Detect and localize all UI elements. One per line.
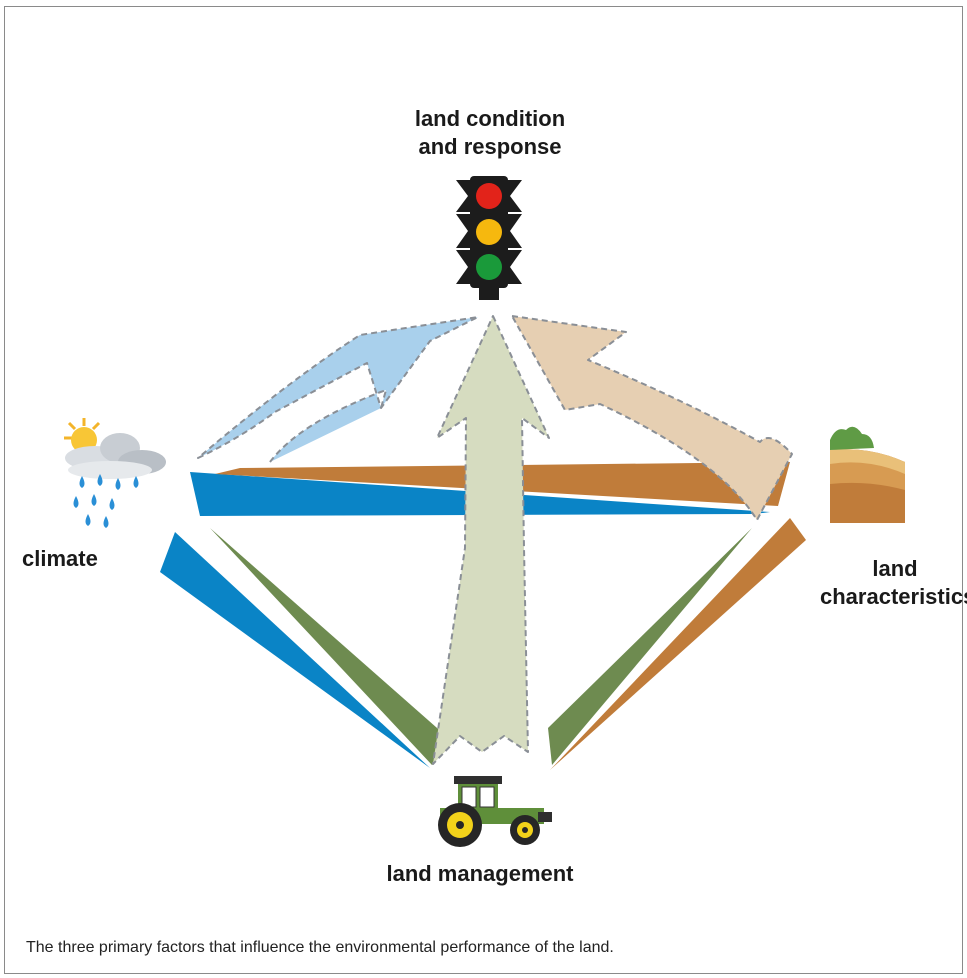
land-condition-line1: land condition: [414, 106, 566, 131]
management-influence-arrow: [432, 315, 550, 765]
land-characteristics-line1: land: [872, 556, 918, 581]
traffic-light-icon: [456, 176, 522, 300]
figure-caption: The three primary factors that influence…: [26, 939, 614, 956]
land-characteristics-label: land characteristics: [820, 555, 967, 610]
characteristics-to-management-band: [550, 518, 806, 770]
climate-influence-arrow: [197, 316, 479, 463]
climate-to-management-band: [160, 532, 430, 768]
soil-profile-icon: [830, 426, 905, 523]
management-to-characteristics-band: [548, 528, 752, 765]
land-management-label: land management: [386, 861, 574, 886]
tractor-icon: [438, 776, 552, 847]
characteristics-influence-arrow: [511, 315, 793, 521]
weather-icon: [64, 418, 166, 528]
management-to-climate-band: [210, 528, 445, 765]
land-characteristics-line2: characteristics: [820, 583, 967, 609]
climate-label: climate: [22, 546, 98, 571]
land-condition-label: land condition and response: [395, 105, 585, 160]
land-condition-line2: and response: [418, 133, 562, 159]
